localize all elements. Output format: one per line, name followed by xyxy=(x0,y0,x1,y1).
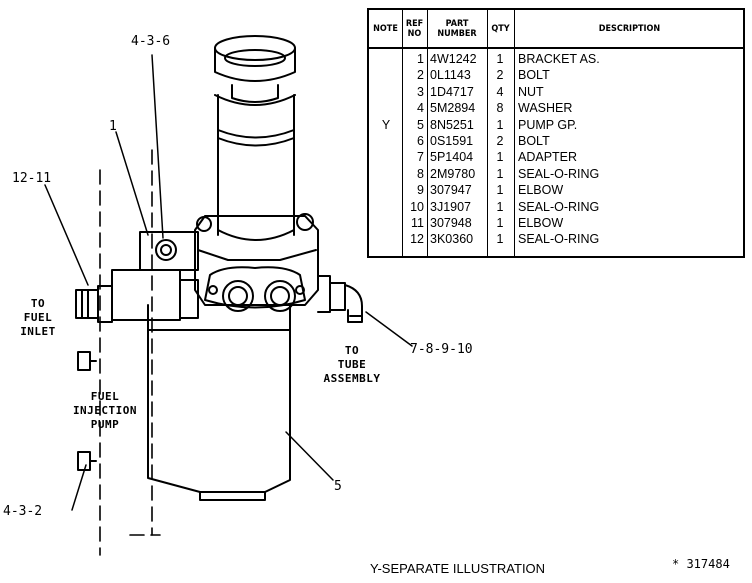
callout-12-11: 12-11 xyxy=(12,171,52,186)
note-line: PUMP xyxy=(90,418,120,431)
cell-qty: 1 xyxy=(496,199,504,214)
cell-ref: 9 xyxy=(417,183,424,198)
parts-table: NOTE REF NO PART NUMBER QTY DESCRIPTION … xyxy=(367,8,745,258)
cell-description: NUT xyxy=(518,84,544,99)
cell-description: SEAL-O-RING xyxy=(518,166,600,181)
cell-part-number: 307947 xyxy=(430,183,472,198)
header-no: NO xyxy=(407,28,422,39)
pump-body xyxy=(147,304,291,501)
note-line: TO xyxy=(344,344,360,357)
pump-knob xyxy=(214,35,296,103)
cell-part-number: 5P1404 xyxy=(430,150,474,165)
col-divider xyxy=(514,10,515,256)
cell-part-number: 0L1143 xyxy=(430,68,471,83)
cell-description: ELBOW xyxy=(518,216,564,230)
note-line: TO xyxy=(30,297,46,310)
mounting-bolts xyxy=(77,351,97,471)
cell-description: SEAL-O-RING xyxy=(518,199,600,214)
cell-ref: 1 xyxy=(417,52,424,66)
note-to-tube-assembly: TO TUBE ASSEMBLY xyxy=(316,344,388,386)
cell-ref: 8 xyxy=(417,166,424,181)
cell-qty: 2 xyxy=(496,68,504,83)
note-line: TUBE xyxy=(337,358,367,371)
cell-qty: 1 xyxy=(496,216,504,230)
cell-ref: 2 xyxy=(417,68,424,83)
bracket xyxy=(139,231,199,271)
note-to-fuel-inlet: TO FUEL INLET xyxy=(14,297,62,339)
col-divider xyxy=(487,10,488,256)
cell-part-number: 2M9780 xyxy=(430,166,476,181)
cell-part-number: 4W1242 xyxy=(430,52,477,66)
header-part-number: PART NUMBER xyxy=(427,10,487,49)
cell-part-number: 8N5251 xyxy=(430,117,474,132)
pump-head xyxy=(194,213,319,312)
cell-qty: 8 xyxy=(496,101,504,116)
cell-description: BRACKET AS. xyxy=(518,52,600,66)
cell-qty: 1 xyxy=(496,232,504,247)
cell-ref: 7 xyxy=(417,150,424,165)
note-line: INJECTION xyxy=(72,404,138,417)
header-ref-no: REF NO xyxy=(402,10,427,49)
header-number: NUMBER xyxy=(437,28,477,39)
col-divider xyxy=(402,10,403,256)
engine-outline xyxy=(99,149,161,556)
cell-ref: 3 xyxy=(417,84,424,99)
header-qty: QTY xyxy=(487,10,514,49)
separate-illustration-note: Y-SEPARATE ILLUSTRATION xyxy=(370,561,546,576)
cell-qty: 2 xyxy=(496,134,504,148)
cell-description: WASHER xyxy=(518,101,573,116)
note-line: FUEL xyxy=(90,390,120,403)
plunger-tube xyxy=(214,94,296,236)
cell-description: ELBOW xyxy=(518,183,564,198)
note-fuel-injection-pump: FUEL INJECTION PUMP xyxy=(62,390,148,432)
cell-description: SEAL-O-RING xyxy=(518,232,600,247)
cell-ref: 5 xyxy=(417,117,424,132)
cell-ref: 11 xyxy=(411,216,424,230)
cell-qty: 1 xyxy=(496,183,504,198)
note-line: FUEL xyxy=(23,311,53,324)
cell-part-number: 3J1907 xyxy=(430,199,472,214)
callout-7-8-9-10: 7-8-9-10 xyxy=(410,342,473,357)
cell-qty: 1 xyxy=(496,150,504,165)
cell-part-number: 307948 xyxy=(430,216,472,230)
cell-ref: 4 xyxy=(417,101,424,116)
callout-5: 5 xyxy=(334,479,342,494)
cell-qty: 4 xyxy=(496,84,504,99)
cell-description: ADAPTER xyxy=(518,150,578,165)
cell-ref: 10 xyxy=(410,199,424,214)
cell-ref: 6 xyxy=(417,134,424,148)
header-part: PART xyxy=(445,18,469,29)
cell-description: PUMP GP. xyxy=(518,117,578,132)
header-ref: REF xyxy=(405,18,424,29)
note-line: INLET xyxy=(20,325,56,338)
cell-qty: 1 xyxy=(496,166,504,181)
col-divider xyxy=(427,10,428,256)
note-line: ASSEMBLY xyxy=(323,372,381,385)
header-description: DESCRIPTION xyxy=(514,10,745,49)
cell-qty: 1 xyxy=(496,117,504,132)
leader-lines xyxy=(44,54,413,511)
callout-1: 1 xyxy=(109,119,117,134)
cell-part-number: 1D4717 xyxy=(430,84,474,99)
cell-qty: 1 xyxy=(496,52,504,66)
cell-part-number: 3K0360 xyxy=(430,232,474,247)
cell-description: BOLT xyxy=(518,68,550,83)
illustration-ref-id: * 317484 xyxy=(672,557,730,571)
cell-part-number: 5M2894 xyxy=(430,101,476,116)
inlet-fitting xyxy=(75,269,199,323)
cell-ref: 12 xyxy=(410,232,424,247)
cell-description: BOLT xyxy=(518,134,550,148)
note-mark-y: Y xyxy=(381,118,391,132)
callout-4-3-2: 4-3-2 xyxy=(3,504,43,519)
outlet-fitting xyxy=(317,275,363,323)
header-note: NOTE xyxy=(369,10,402,49)
callout-4-3-6: 4-3-6 xyxy=(131,34,171,49)
cell-part-number: 0S1591 xyxy=(430,134,474,148)
